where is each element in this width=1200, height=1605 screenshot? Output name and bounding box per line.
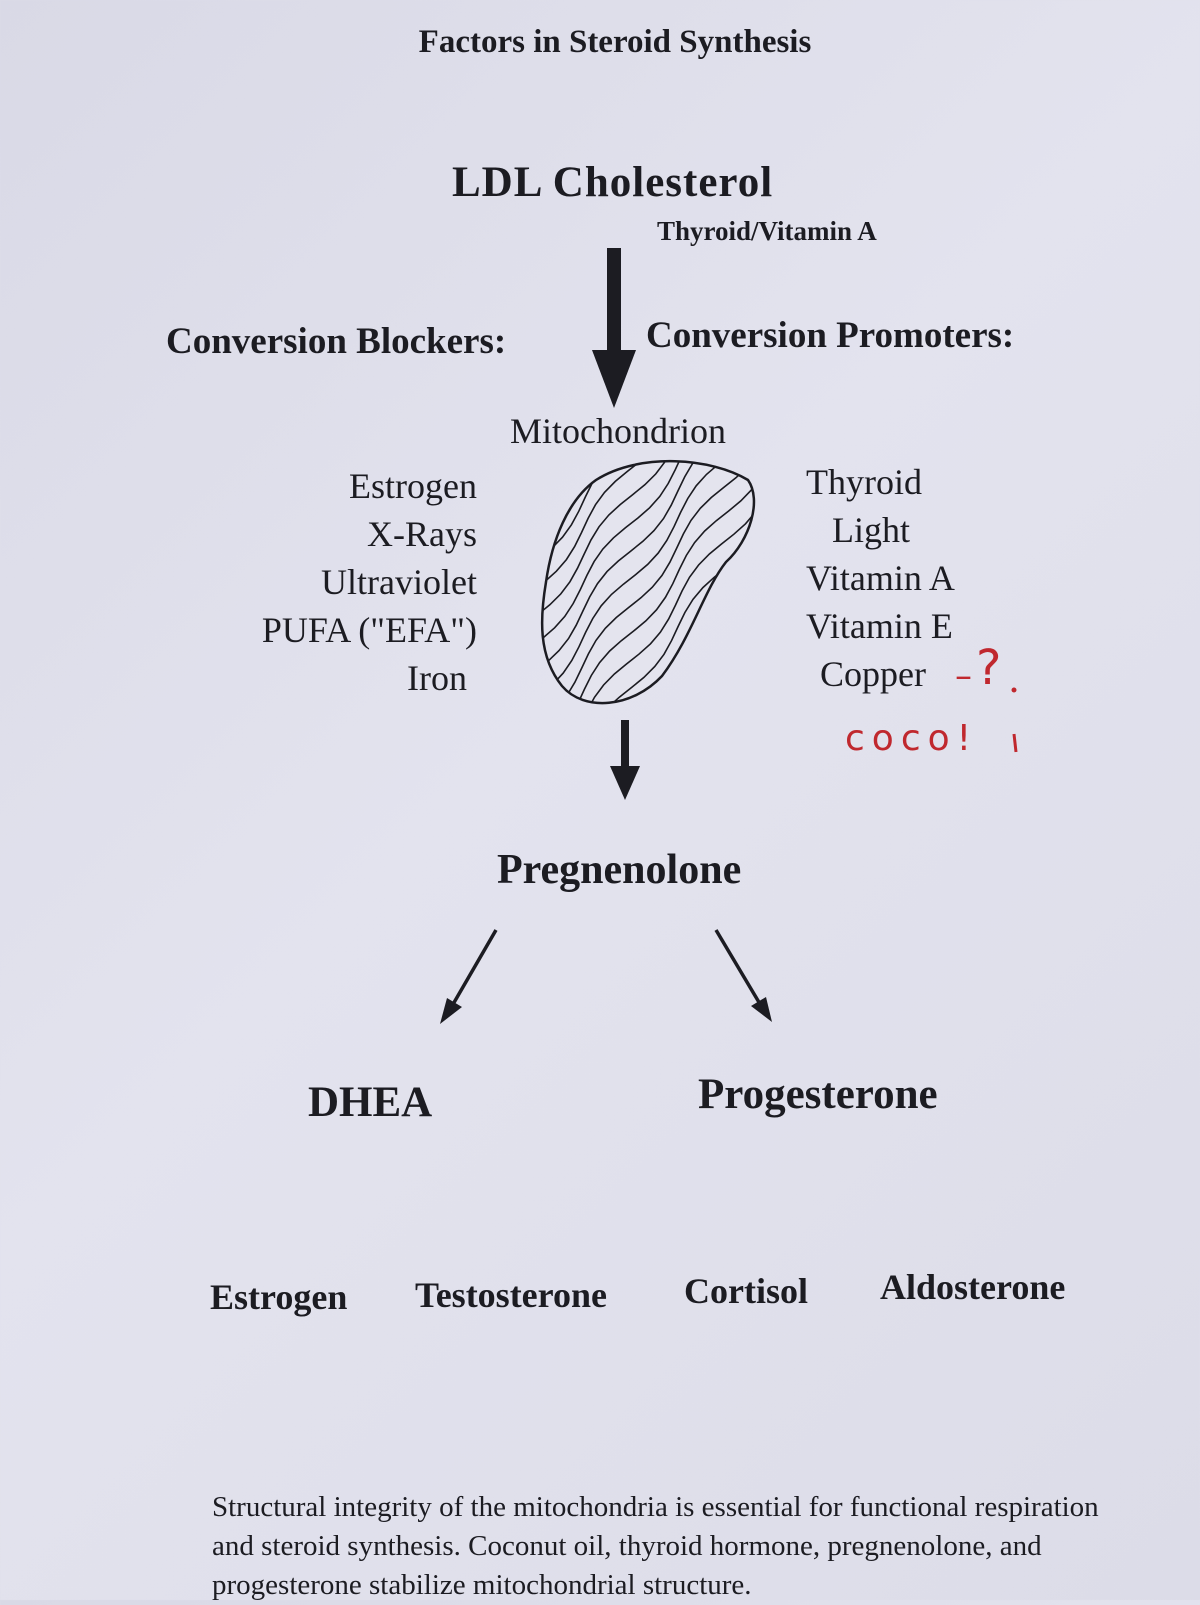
crista-line (597, 478, 754, 704)
promoter-item: Vitamin E (806, 606, 953, 646)
handwritten-note: coco! (845, 718, 979, 759)
middle-node-pregnenolone: Pregnenolone (497, 847, 742, 893)
derived-hormone: Cortisol (684, 1271, 808, 1311)
arrow-to-dhea (440, 929, 498, 1024)
crista-line (552, 461, 744, 685)
blocker-item: X-Rays (367, 514, 477, 554)
promoter-item: Light (832, 510, 910, 550)
caption-paragraph: Structural integrity of the mitochondria… (212, 1491, 1099, 1601)
derived-hormone: Estrogen (210, 1277, 348, 1317)
promoters-list: Thyroid Light Vitamin A Vitamin E Copper (806, 458, 955, 698)
promoters-heading: Conversion Promoters: (646, 315, 1015, 356)
top-note: Thyroid/Vitamin A (657, 216, 877, 246)
crista-line (577, 463, 754, 704)
start-node-ldl-cholesterol: LDL Cholesterol (452, 159, 774, 206)
crista-line (566, 461, 754, 696)
promoter-item: Copper (820, 654, 926, 694)
crista-line (542, 461, 675, 632)
branch-node-progesterone: Progesterone (698, 1071, 938, 1118)
derived-hormone: Testosterone (415, 1275, 607, 1315)
crista-line (542, 461, 709, 659)
crista-line (542, 461, 695, 648)
mitochondrion-icon (540, 459, 756, 705)
promoter-item: Thyroid (806, 462, 922, 502)
handwritten-dash: – (955, 656, 972, 696)
blocker-item: Iron (407, 658, 467, 698)
blocker-item: Estrogen (349, 466, 477, 506)
arrow-to-progesterone (714, 929, 772, 1022)
arrow-down-to-pregnenolone (610, 720, 640, 800)
mitochondrion-label: Mitochondrion (510, 411, 726, 451)
promoter-item: Vitamin A (806, 558, 955, 598)
blockers-list: Estrogen X-Rays Ultraviolet PUFA ("EFA")… (262, 462, 477, 702)
handwritten-question-mark: ? (976, 640, 1002, 696)
crista-line (542, 461, 684, 639)
handwritten-annotation-strokes (1011, 687, 1018, 753)
page-title: Factors in Steroid Synthesis (418, 24, 812, 60)
branch-node-dhea: DHEA (308, 1079, 433, 1126)
crista-line (542, 461, 727, 672)
blockers-heading: Conversion Blockers: (166, 321, 507, 362)
blocker-item: Ultraviolet (321, 562, 477, 602)
blocker-item: PUFA ("EFA") (261, 610, 477, 650)
arrow-down-main (592, 248, 636, 408)
derived-hormone: Aldosterone (880, 1267, 1066, 1307)
crista-line (586, 470, 754, 704)
